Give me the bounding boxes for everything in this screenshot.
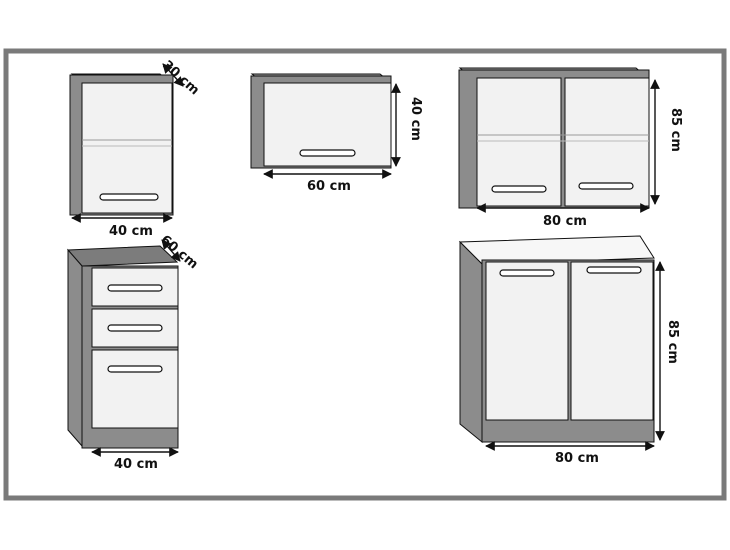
dimension-height-double-base: 85 cm [655,261,680,441]
dimension-label: 85 cm [665,320,680,364]
dimension-label: 40 cm [109,224,153,239]
dimension-width-double-base: 80 cm [485,441,655,466]
dimension-width-drawer-base: 40 cm [91,447,179,472]
dimension-label: 80 cm [555,451,599,466]
base-cabinet-drawers [66,245,179,449]
wall-cabinet-flap [250,73,392,169]
dimension-label: 80 cm [543,214,587,229]
wall-cabinet-double [458,67,650,209]
dimension-height-flap: 40 cm [391,83,423,167]
dimension-label: 40 cm [408,97,423,141]
dimension-label: 85 cm [668,108,683,152]
dimension-height-double-wall: 85 cm [650,79,683,205]
dimension-label: 40 cm [114,457,158,472]
base-cabinet-double [458,235,655,444]
dimension-label: 60 cm [307,179,351,194]
wall-cabinet-small [69,73,174,216]
dimension-width-small-wall: 40 cm [71,213,173,239]
dimension-width-flap: 60 cm [263,169,392,194]
dimension-width-double-wall: 80 cm [476,203,650,229]
